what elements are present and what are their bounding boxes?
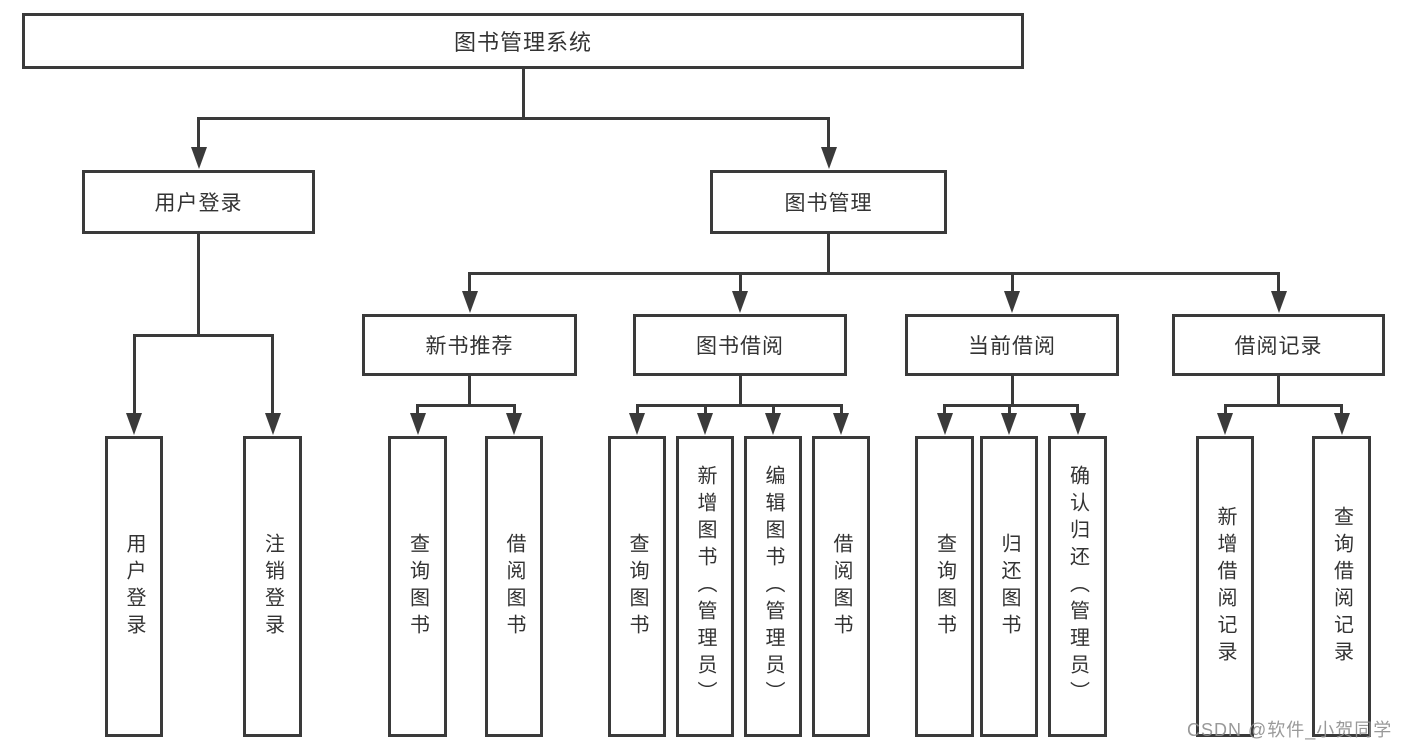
arrow-down-icon (629, 413, 645, 435)
connector-drop-line (635, 405, 639, 419)
arrow-down-icon (1069, 413, 1086, 435)
leaf-logout: 注销登录 (243, 436, 302, 737)
connector-drop-line (512, 405, 516, 419)
arrow-down-icon (126, 413, 142, 435)
connector-stem-line (1277, 376, 1280, 407)
node-new-book-recommend: 新书推荐 (362, 314, 577, 376)
connector-drop-line (1076, 405, 1079, 419)
connector-stem-line (738, 376, 742, 407)
leaf-user-login: 用户登录 (105, 436, 163, 737)
arrow-down-icon (936, 413, 953, 435)
leaf-add-borrow-record-label: 新增借阅记录 (1214, 505, 1236, 668)
leaf-add-books-admin-label: 新增图书（管理员） (694, 465, 716, 708)
leaf-borrow-books: 借阅图书 (812, 436, 870, 737)
connector-drop-line (738, 273, 742, 297)
node-user-login-label: 用户登录 (154, 192, 243, 215)
leaf-edit-books-admin-label: 编辑图书（管理员） (762, 465, 784, 708)
leaf-return-books: 归还图书 (980, 436, 1038, 737)
node-current-borrowing: 当前借阅 (905, 314, 1119, 376)
arrow-down-icon (833, 413, 849, 435)
leaf-add-borrow-record: 新增借阅记录 (1196, 436, 1254, 737)
leaf-query-books-current-label: 查询图书 (933, 532, 956, 641)
connector-split-line (943, 403, 1079, 407)
arrow-down-icon (1270, 291, 1287, 313)
leaf-borrow-books-recommend: 借阅图书 (485, 436, 543, 737)
node-root: 图书管理系统 (22, 13, 1024, 69)
leaf-user-login-label: 用户登录 (123, 532, 145, 641)
leaf-borrow-books-label: 借阅图书 (830, 532, 852, 641)
arrow-down-icon (1004, 291, 1020, 313)
connector-split-line (635, 403, 843, 407)
connector-stem-line (468, 376, 471, 407)
arrow-down-icon (765, 413, 781, 435)
connector-drop-line (271, 335, 274, 419)
node-book-borrowing: 图书借阅 (633, 314, 847, 376)
leaf-query-borrow-record-label: 查询借阅记录 (1330, 505, 1353, 668)
node-user-login: 用户登录 (82, 170, 315, 234)
connector-drop-line (132, 335, 136, 419)
connector-drop-line (416, 405, 419, 419)
leaf-confirm-return-admin-label: 确认归还（管理员） (1066, 465, 1089, 708)
leaf-query-books-borrowing: 查询图书 (608, 436, 666, 737)
leaf-logout-label: 注销登录 (261, 532, 284, 641)
connector-drop-line (827, 118, 830, 153)
connector-drop-line (1223, 405, 1227, 419)
leaf-query-books-recommend-label: 查询图书 (406, 532, 429, 641)
leaf-return-books-label: 归还图书 (998, 532, 1020, 641)
connector-drop-line (943, 405, 946, 419)
leaf-add-books-admin: 新增图书（管理员） (676, 436, 734, 737)
connector-drop-line (771, 405, 775, 419)
arrow-down-icon (820, 147, 837, 169)
arrow-down-icon (461, 291, 478, 313)
connector-stem-line (197, 234, 200, 337)
connector-drop-line (1277, 273, 1280, 297)
connector-stem-line (827, 234, 830, 275)
leaf-query-borrow-record: 查询借阅记录 (1312, 436, 1371, 737)
connector-split-line (468, 271, 1280, 275)
leaf-edit-books-admin: 编辑图书（管理员） (744, 436, 802, 737)
node-book-management: 图书管理 (710, 170, 947, 234)
connector-drop-line (197, 118, 200, 153)
connector-drop-line (1340, 405, 1343, 419)
node-borrowing-records: 借阅记录 (1172, 314, 1385, 376)
connector-split-line (1223, 403, 1343, 407)
arrow-down-icon (506, 413, 522, 435)
connector-drop-line (468, 273, 471, 297)
connector-split-line (132, 333, 274, 337)
arrow-down-icon (1333, 413, 1350, 435)
node-new-book-recommend-label: 新书推荐 (425, 335, 514, 358)
leaf-borrow-books-recommend-label: 借阅图书 (503, 532, 525, 641)
arrow-down-icon (409, 413, 426, 435)
leaf-query-books-recommend: 查询图书 (388, 436, 447, 737)
arrow-down-icon (697, 413, 713, 435)
node-book-management-label: 图书管理 (784, 192, 873, 215)
connector-split-line (416, 403, 516, 407)
arrow-down-icon (732, 291, 748, 313)
node-book-borrowing-label: 图书借阅 (696, 335, 784, 358)
connector-stem-line (1010, 376, 1014, 407)
connector-drop-line (1010, 273, 1014, 297)
connector-drop-line (839, 405, 843, 419)
connector-stem-line (521, 69, 525, 120)
arrow-down-icon (264, 413, 281, 435)
node-borrowing-records-label: 借阅记录 (1234, 335, 1323, 358)
connector-drop-line (1007, 405, 1011, 419)
connector-split-line (197, 116, 830, 120)
arrow-down-icon (190, 147, 207, 169)
arrow-down-icon (1217, 413, 1233, 435)
node-current-borrowing-label: 当前借阅 (968, 335, 1056, 358)
csdn-watermark: CSDN @软件_小贺同学 (1187, 720, 1393, 740)
node-root-label: 图书管理系统 (453, 30, 592, 55)
leaf-query-books-borrowing-label: 查询图书 (626, 532, 648, 641)
connector-drop-line (703, 405, 707, 419)
leaf-query-books-current: 查询图书 (915, 436, 974, 737)
leaf-confirm-return-admin: 确认归还（管理员） (1048, 436, 1107, 737)
arrow-down-icon (1001, 413, 1017, 435)
